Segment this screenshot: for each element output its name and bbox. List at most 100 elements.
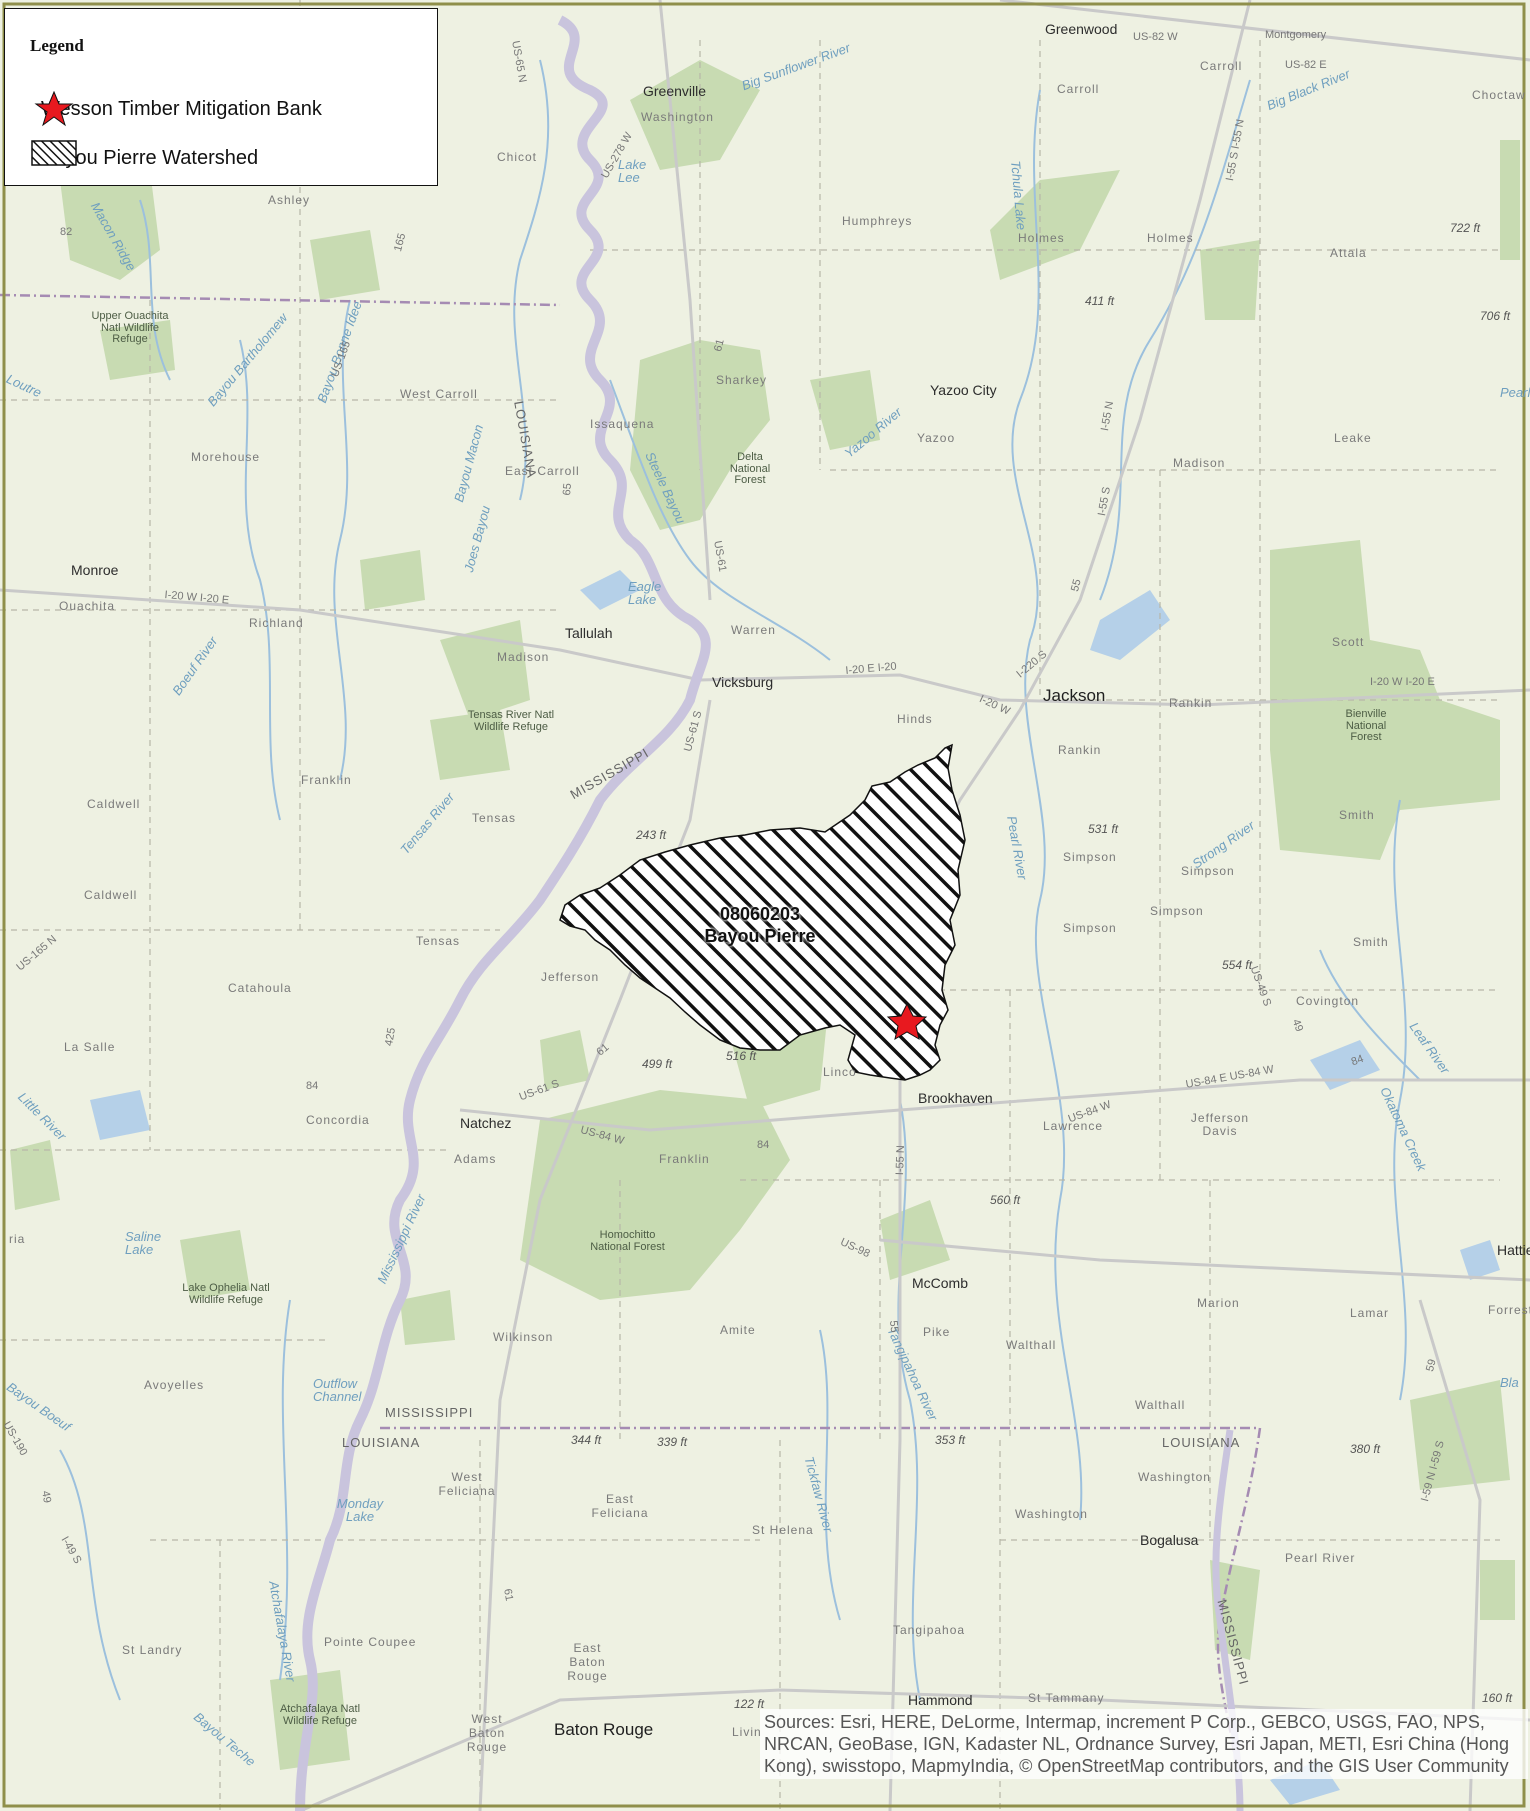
road-label: 84 (757, 1139, 770, 1151)
county-label: St Tammany (1028, 1691, 1105, 1705)
county-label: West Feliciana (438, 1470, 496, 1498)
elevation-label: 531 ft (1088, 822, 1119, 836)
county-label: Leake (1334, 431, 1372, 445)
legend-item-mitigation-bank: Wesson Timber Mitigation Bank (31, 91, 322, 127)
water-label: Saline Lake (125, 1229, 162, 1257)
forest-label: Atchafalaya Natl Wildlife Refuge (279, 1703, 361, 1727)
forest-label: Homochitto National Forest (590, 1229, 665, 1253)
county-label: Linco (823, 1065, 857, 1079)
county-label: Ashley (268, 193, 311, 207)
road-label: Montgomery (1265, 29, 1327, 41)
road-label: 65 (561, 482, 575, 496)
city-label: Monroe (71, 562, 119, 578)
legend-item-watershed: Bayou Pierre Watershed (31, 140, 258, 176)
elevation-label: 411 ft (1085, 294, 1115, 308)
road-label: I-20 W I-20 E (1370, 676, 1435, 688)
elevation-label: 706 ft (1480, 309, 1511, 323)
elevation-label: 516 ft (726, 1049, 757, 1063)
bayou-pierre-watershed[interactable] (559, 743, 966, 1081)
road-label: 49 (39, 1489, 54, 1504)
water-label: Bla (1500, 1375, 1519, 1390)
county-label: Caldwell (87, 797, 141, 811)
county-label: Covington (1296, 994, 1360, 1008)
county-label: Avoyelles (144, 1378, 205, 1392)
hatch-pattern-icon (31, 140, 77, 166)
forest-label: Lake Ophelia Natl Wildlife Refuge (182, 1282, 270, 1306)
minor-rivers (59, 59, 1421, 1701)
water-bodies (90, 570, 1500, 1805)
county-label: Carroll (1200, 59, 1243, 73)
elevation-label: 499 ft (642, 1057, 673, 1071)
elevation-label: 722 ft (1450, 221, 1481, 235)
county-label: Warren (731, 623, 776, 637)
elevation-label: 554 ft (1222, 958, 1253, 972)
county-label: Tensas (416, 934, 461, 948)
county-label: Scott (1332, 635, 1365, 649)
county-label: Choctaw (1472, 88, 1526, 102)
mississippi-river (295, 15, 711, 1811)
county-label: La Salle (64, 1040, 116, 1054)
elevation-label: 122 ft (734, 1697, 765, 1711)
elevation-label: 344 ft (571, 1433, 602, 1447)
city-label: Bogalusa (1140, 1532, 1199, 1548)
city-label: Natchez (460, 1115, 512, 1131)
county-label: Lamar (1350, 1306, 1390, 1320)
road-label: 82 (60, 226, 73, 238)
county-label: Walthall (1006, 1338, 1057, 1352)
city-label: Jackson (1043, 686, 1106, 705)
county-label: Richland (249, 616, 304, 630)
county-label: Holmes (1147, 231, 1194, 245)
county-label: Madison (1173, 456, 1226, 470)
county-label: Chicot (497, 150, 538, 164)
county-label: West Carroll (400, 387, 478, 401)
map-attribution: Sources: Esri, HERE, DeLorme, Intermap, … (760, 1709, 1528, 1779)
water-label: Pearl Ri (1500, 385, 1530, 400)
elevation-label: 339 ft (657, 1435, 688, 1449)
county-label: Franklin (659, 1152, 710, 1166)
county-label: Simpson (1181, 864, 1235, 878)
county-label: Holmes (1018, 231, 1065, 245)
county-label: Yazoo (917, 431, 956, 445)
county-label: Humphreys (842, 214, 913, 228)
county-label: St Helena (752, 1523, 814, 1537)
city-label: Vicksburg (712, 674, 774, 690)
county-label: Rankin (1058, 743, 1102, 757)
water-label: Monday Lake (336, 1496, 384, 1524)
county-label: Tangipahoa (893, 1623, 966, 1637)
county-label: Forrest (1488, 1303, 1530, 1317)
city-label: Greenwood (1045, 21, 1118, 37)
city-label: Baton Rouge (554, 1720, 654, 1739)
city-label: Brookhaven (918, 1090, 993, 1106)
watershed-name: Bayou Pierre (704, 926, 816, 946)
road-label: I-55 N (894, 1145, 908, 1176)
map-legend: Legend Wesson Timber Mitigation Bank Bay… (4, 8, 438, 186)
county-label: ria (9, 1232, 26, 1246)
county-label: Smith (1339, 808, 1375, 822)
county-label: Simpson (1063, 850, 1117, 864)
county-label: Issaquena (590, 417, 655, 431)
county-label: Marion (1197, 1296, 1240, 1310)
forest-label: Upper Ouachita Natl Wildlife Refuge (91, 310, 169, 346)
county-label: Simpson (1063, 921, 1117, 935)
site-star-icon[interactable] (886, 1002, 928, 1041)
county-label: Franklin (301, 773, 352, 787)
county-label: East Baton Rouge (567, 1641, 608, 1683)
water-label: Outflow Channel (313, 1376, 362, 1404)
county-label: Pointe Coupee (324, 1635, 417, 1649)
county-label: Wilkinson (493, 1330, 554, 1344)
elevation-label: 353 ft (935, 1433, 966, 1447)
watershed-label: 08060203 Bayou Pierre (640, 903, 880, 947)
road-label: US-82 E (1285, 59, 1327, 71)
county-label: West Baton Rouge (466, 1712, 508, 1754)
county-label: Pike (923, 1325, 951, 1339)
county-label: Jefferson Davis (1190, 1111, 1250, 1139)
forest-label: Delta National Forest (729, 451, 771, 487)
city-label: Greenville (643, 83, 707, 99)
legend-label: Bayou Pierre Watershed (41, 146, 259, 169)
county-label: Livin (732, 1725, 762, 1739)
watershed-huc: 08060203 (719, 904, 801, 924)
county-label: East Feliciana (591, 1492, 649, 1520)
road-label: 55 (887, 1319, 901, 1334)
